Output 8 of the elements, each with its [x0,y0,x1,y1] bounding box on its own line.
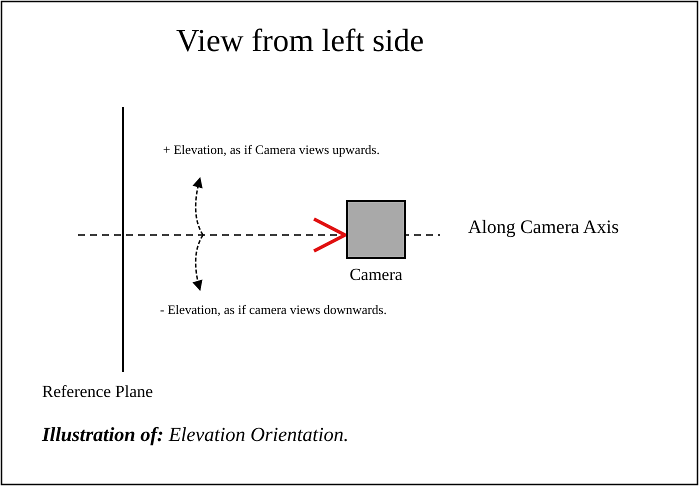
axis-label: Along Camera Axis [468,217,619,239]
caption: Illustration of: Elevation Orientation. [42,424,349,447]
title: View from left side [175,22,425,59]
elevation-up-note: + Elevation, as if Camera views upwards. [163,142,380,158]
camera-box [346,200,406,259]
camera-label: Camera [348,265,404,285]
elevation-down-note: - Elevation, as if camera views downwards. [160,302,387,318]
plane-label: Reference Plane [42,382,153,402]
